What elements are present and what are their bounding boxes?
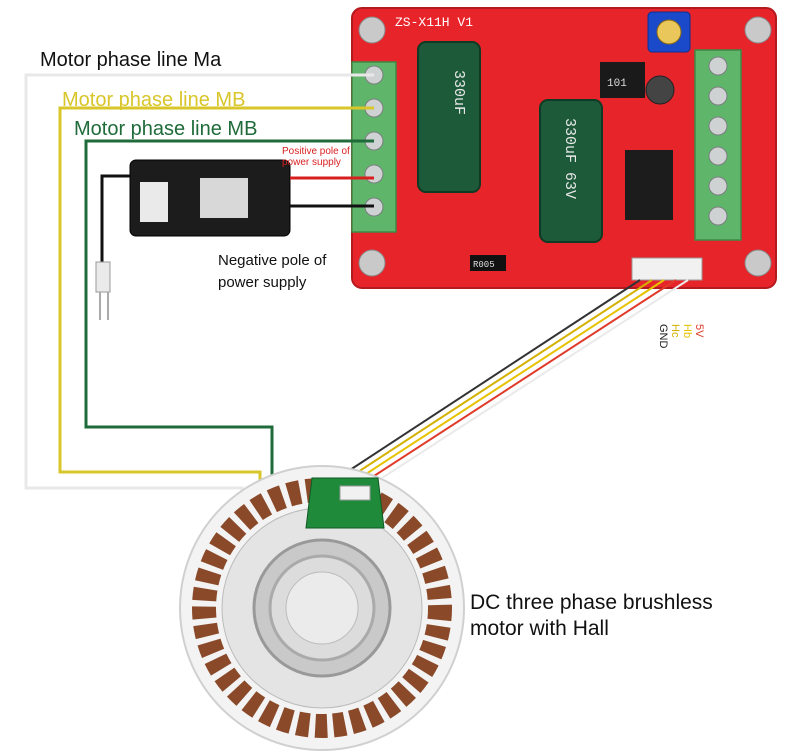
label-positive-line2: power supply — [282, 157, 341, 168]
label-positive-line1: Positive pole of — [282, 146, 350, 157]
controller-board: ZS-X11H V1 330uF 330uF 63V 101 R005 — [351, 7, 777, 289]
label-phase-b-yellow: Motor phase line MB — [62, 89, 246, 111]
hall-wires — [349, 279, 689, 479]
hall-pin-labels-b: Hb — [680, 324, 693, 339]
hall-pin-labels-c: Hc — [668, 324, 681, 338]
hall-connector — [631, 257, 703, 281]
power-supply — [95, 159, 374, 320]
label-positive: Positive pole of power supply — [282, 146, 350, 168]
label-phase-a: Motor phase line Ma — [40, 49, 222, 71]
capacitor-left — [417, 41, 481, 193]
hall-pin-hb: Hb — [681, 324, 693, 339]
hall-pin-5v: 5V — [693, 324, 705, 338]
capacitor-left-label: 330uF — [450, 70, 467, 115]
board-model-label: ZS-X11H V1 — [395, 15, 473, 30]
label-negative-line1: Negative pole of — [218, 252, 327, 269]
label-motor-line2: motor with Hall — [470, 617, 609, 641]
label-motor: DC three phase brushless motor with Hall — [470, 590, 713, 643]
label-negative: Negative pole of power supply — [218, 250, 326, 294]
shunt-label: R005 — [473, 260, 495, 270]
hall-pin-labels-gnd: GND — [656, 324, 669, 349]
hall-pin-gnd: GND — [657, 324, 669, 349]
capacitor-right-label: 330uF 63V — [561, 118, 578, 199]
label-negative-line2: power supply — [218, 273, 307, 291]
capacitor-right — [539, 99, 603, 243]
label-motor-line1: DC three phase brushless — [470, 591, 713, 614]
bldc-motor — [179, 465, 465, 751]
hall-pin-hc: Hc — [669, 324, 681, 338]
label-phase-b-green: Motor phase line MB — [74, 118, 258, 140]
resistor-label: 101 — [607, 78, 627, 90]
hall-pin-labels: 5V — [692, 324, 705, 338]
terminal-block-right — [694, 49, 742, 241]
